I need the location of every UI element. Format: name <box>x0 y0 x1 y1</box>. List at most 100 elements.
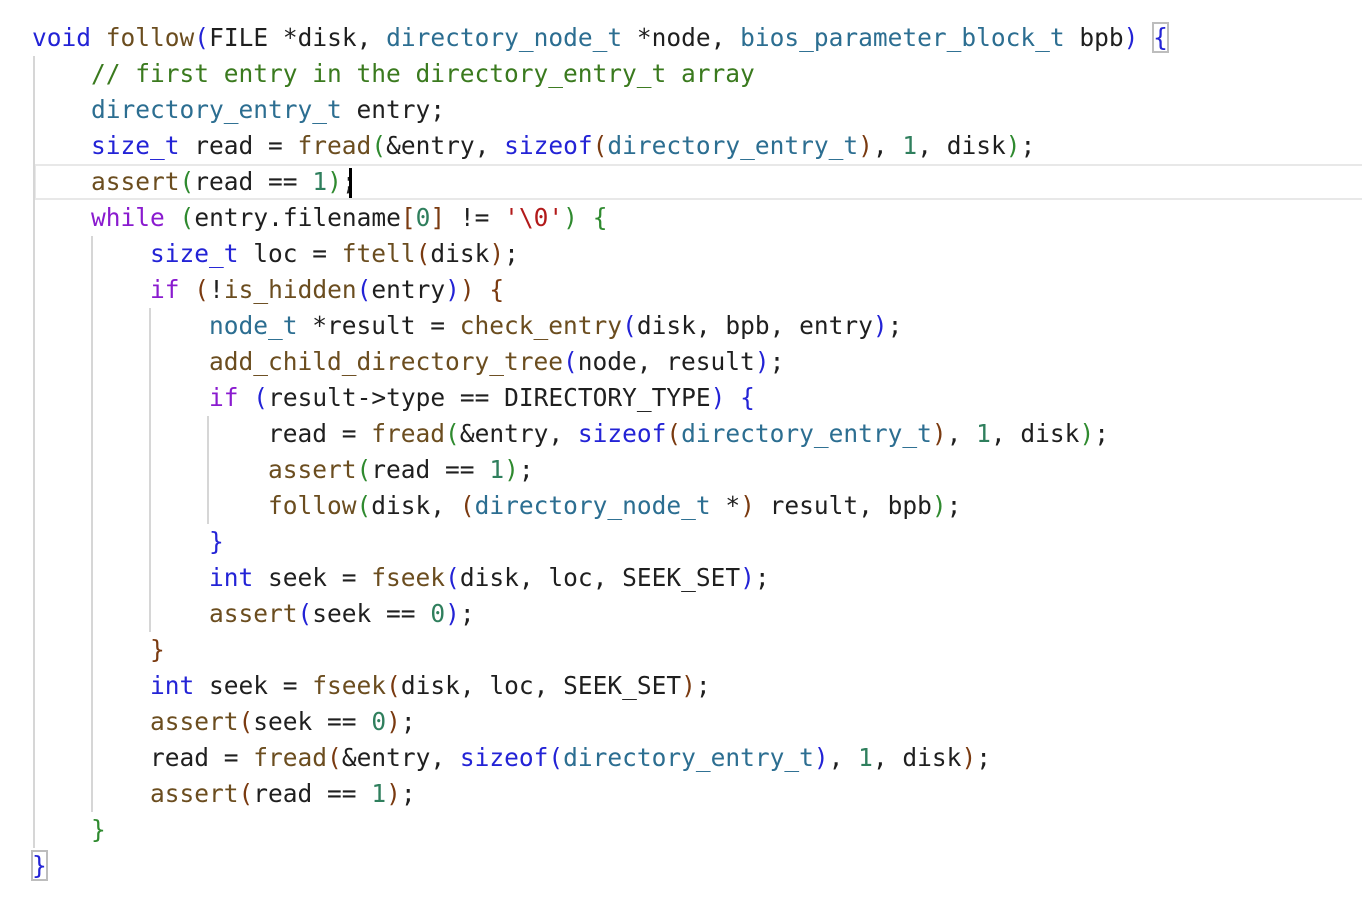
code-token: } <box>209 527 224 556</box>
code-token: , <box>828 743 859 772</box>
indent-whitespace <box>32 707 150 736</box>
code-token: '\0' <box>504 203 564 232</box>
code-line[interactable]: follow(disk, (directory_node_t *) result… <box>32 488 961 524</box>
code-token: disk, loc, SEEK_SET <box>459 563 741 592</box>
code-token: ( <box>371 131 387 160</box>
code-line[interactable]: if (result->type == DIRECTORY_TYPE) { <box>32 380 755 416</box>
code-token: fread <box>297 131 372 160</box>
code-token: ( <box>563 347 578 376</box>
code-token: add_child_directory_tree <box>209 347 564 376</box>
code-token: disk, <box>371 491 460 520</box>
code-token: fread <box>371 419 446 448</box>
code-token: , <box>872 131 903 160</box>
code-line[interactable]: assert(read == 1); <box>32 776 416 812</box>
code-token: ; <box>754 563 770 592</box>
indent-whitespace <box>32 131 91 160</box>
code-line[interactable]: } <box>32 632 165 668</box>
code-token: read == <box>253 779 372 808</box>
code-token <box>91 23 106 52</box>
code-token: fread <box>253 743 328 772</box>
code-line[interactable]: add_child_directory_tree(node, result); <box>32 344 784 380</box>
code-line[interactable]: read = fread(&entry, sizeof(directory_en… <box>32 416 1109 452</box>
code-token: entry.filename <box>194 203 401 232</box>
code-token: void <box>32 23 92 52</box>
code-token: node, result <box>577 347 755 376</box>
code-token: read == <box>371 455 490 484</box>
code-line[interactable]: assert(seek == 0); <box>32 596 475 632</box>
code-line[interactable]: void follow(FILE *disk, directory_node_t… <box>32 20 1169 56</box>
indent-whitespace <box>32 635 150 664</box>
code-token: { <box>489 275 505 304</box>
code-line[interactable]: // first entry in the directory_entry_t … <box>32 56 755 92</box>
code-token: ( <box>194 23 210 52</box>
code-token <box>180 275 195 304</box>
code-token: if <box>209 383 239 412</box>
code-line[interactable]: assert(read == 1); <box>32 452 534 488</box>
code-token: ( <box>459 491 475 520</box>
code-token: bios_parameter_block_t <box>740 23 1065 52</box>
code-token: directory_node_t <box>474 491 711 520</box>
code-token: ) <box>681 671 696 700</box>
code-token: ) <box>504 455 519 484</box>
code-token: , disk <box>990 419 1080 448</box>
code-token: ) <box>813 743 829 772</box>
code-token: check_entry <box>459 311 623 340</box>
indent-whitespace <box>32 599 209 628</box>
code-token: ( <box>179 167 195 196</box>
code-token: size_t <box>91 131 180 160</box>
code-line[interactable]: while (entry.filename[0] != '\0') { <box>32 200 607 236</box>
code-token: is_hidden <box>223 275 357 304</box>
code-token: directory_entry_t <box>681 419 932 448</box>
code-line[interactable]: if (!is_hidden(entry)) { <box>32 272 504 308</box>
code-token: ; <box>459 599 475 628</box>
code-line[interactable]: size_t loc = ftell(disk); <box>32 236 519 272</box>
code-line[interactable]: } <box>32 812 106 848</box>
indent-whitespace <box>32 95 91 124</box>
code-token: sizeof <box>459 743 549 772</box>
code-token: disk, bpb, entry <box>636 311 873 340</box>
code-token: read = <box>150 743 254 772</box>
code-line[interactable]: size_t read = fread(&entry, sizeof(direc… <box>32 128 1035 164</box>
code-token <box>239 383 254 412</box>
code-token: ; <box>946 491 962 520</box>
code-token: ) <box>1079 419 1095 448</box>
code-token: directory_entry_t <box>563 743 814 772</box>
code-line[interactable]: assert(read == 1); <box>32 164 357 200</box>
code-token: 1 <box>489 455 505 484</box>
code-token: ; <box>518 455 534 484</box>
indent-whitespace <box>32 59 91 88</box>
code-line[interactable]: node_t *result = check_entry(disk, bpb, … <box>32 308 902 344</box>
code-token: ( <box>356 455 372 484</box>
code-token: disk, loc, SEEK_SET <box>400 671 682 700</box>
code-line[interactable]: read = fread(&entry, sizeof(directory_en… <box>32 740 991 776</box>
code-token: assert <box>209 599 298 628</box>
code-token: 1 <box>902 131 918 160</box>
code-token: sizeof <box>504 131 593 160</box>
code-token: , disk <box>917 131 1006 160</box>
code-line[interactable]: directory_entry_t entry; <box>32 92 445 128</box>
indent-whitespace <box>32 671 150 700</box>
code-line[interactable]: } <box>31 848 48 884</box>
code-token: ) <box>858 131 873 160</box>
code-token: { <box>592 203 608 232</box>
code-token: assert <box>91 167 180 196</box>
code-token: disk <box>430 239 490 268</box>
code-line[interactable]: int seek = fseek(disk, loc, SEEK_SET); <box>32 668 711 704</box>
code-token: ; <box>400 779 416 808</box>
code-token: entry <box>371 275 446 304</box>
code-token: // first entry in the directory_entry_t … <box>91 59 755 88</box>
code-token: directory_entry_t <box>607 131 859 160</box>
code-token: ; <box>769 347 785 376</box>
code-token: ( <box>445 563 460 592</box>
code-token: 1 <box>976 419 991 448</box>
code-line[interactable]: } <box>32 524 224 560</box>
code-token <box>578 203 593 232</box>
code-token: &entry, <box>459 419 578 448</box>
code-token: ) <box>931 419 947 448</box>
code-line[interactable]: assert(seek == 0); <box>32 704 416 740</box>
code-token: entry; <box>341 95 446 124</box>
code-token: ) <box>445 599 460 628</box>
indent-whitespace <box>32 239 150 268</box>
code-line[interactable]: int seek = fseek(disk, loc, SEEK_SET); <box>32 560 770 596</box>
